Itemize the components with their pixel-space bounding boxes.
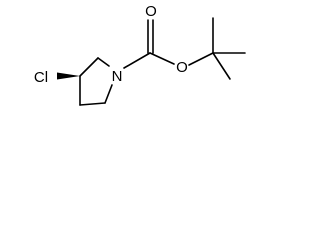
ester-oxygen-label: O <box>176 59 188 76</box>
structure-canvas: Cl N O O <box>0 0 260 122</box>
bond-c2-n1 <box>97 57 110 67</box>
bond-c3-c2 <box>79 57 99 77</box>
molecule-structure: Cl N O O <box>34 3 246 106</box>
chlorine-atom-label: Cl <box>34 69 48 86</box>
carbonyl-oxygen-label: O <box>145 3 157 20</box>
bond-ester-o-cq <box>188 52 214 66</box>
wedge-bond-c3-cl <box>57 72 80 80</box>
bond-cq-methyl-down <box>212 52 231 80</box>
ring-nitrogen-label: N <box>112 68 123 85</box>
bond-n1-carbonyl <box>123 52 151 69</box>
bond-carbonyl-ester-o <box>149 52 175 65</box>
bond-c5-c4 <box>79 102 106 106</box>
bond-n1-c5 <box>104 84 113 104</box>
